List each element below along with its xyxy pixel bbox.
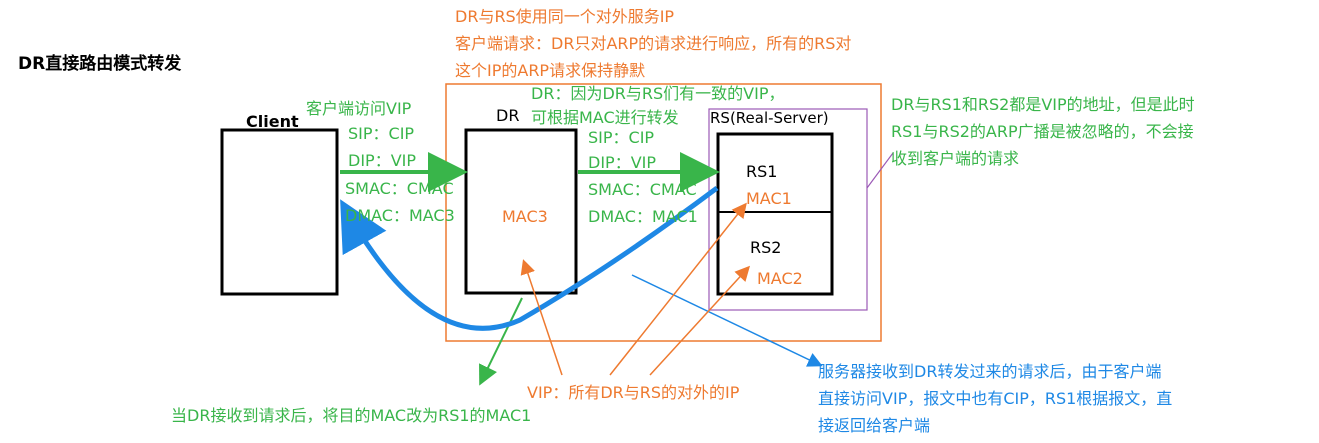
- dr-packet-dip: DIP：VIP: [588, 153, 657, 172]
- top-note-line1: DR与RS使用同一个对外服务IP: [455, 7, 675, 26]
- client-packet-dip: DIP：VIP: [348, 151, 417, 170]
- arrow-vip-to-rs1: [609, 202, 747, 376]
- client-label: Client: [246, 112, 299, 131]
- arrow-rs-to-client-return: [340, 185, 719, 331]
- bottom-green-note: 当DR接收到请求后，将目的MAC改为RS1的MAC1: [171, 406, 532, 425]
- top-note-line3: 这个IP的ARP请求保持静默: [455, 61, 646, 80]
- dr-packet-sip: SIP：CIP: [588, 128, 655, 147]
- client-packet-header: 客户端访问VIP: [306, 99, 412, 118]
- bottom-blue-note-line3: 接返回给客户端: [818, 416, 931, 435]
- rs2-label: RS2: [750, 238, 782, 257]
- arrow-return-note: [631, 274, 823, 367]
- bottom-blue-note-line2: 直接访问VIP，报文中也有CIP，RS1根据报文，直: [818, 389, 1173, 408]
- arrow-dr-note: [479, 297, 523, 386]
- client-box: [220, 128, 339, 296]
- note-connector: [866, 152, 894, 189]
- rs-group-frame: [708, 108, 868, 311]
- rs1-label: RS1: [746, 162, 778, 181]
- dr-packet-smac: SMAC：CMAC: [588, 180, 697, 199]
- vip-note: VIP：所有DR与RS的对外的IP: [527, 383, 740, 402]
- dr-mac-label: MAC3: [502, 207, 548, 226]
- dr-note-line1: DR：因为DR与RS们有一致的VIP，: [531, 84, 785, 103]
- bottom-blue-note-line1: 服务器接收到DR转发过来的请求后，由于客户端: [818, 362, 1162, 381]
- client-packet-sip: SIP：CIP: [348, 124, 415, 143]
- rs-group-label: RS(Real-Server): [710, 109, 829, 127]
- rs1-mac-label: MAC1: [746, 189, 792, 208]
- diagram-title: DR直接路由模式转发: [18, 54, 182, 74]
- network-boundary: [445, 83, 882, 342]
- right-note-line2: RS1与RS2的ARP广播是被忽略的，不会接: [891, 122, 1194, 141]
- rs2-mac-label: MAC2: [757, 269, 803, 288]
- top-note-line2: 客户端请求：DR只对ARP的请求进行响应，所有的RS对: [455, 34, 852, 53]
- dr-note-line2: 可根据MAC进行转发: [531, 108, 679, 127]
- arrow-vip-to-rs2: [649, 265, 751, 376]
- right-note-line1: DR与RS1和RS2都是VIP的地址，但是此时: [891, 95, 1195, 114]
- dr-packet-dmac: DMAC：MAC1: [588, 207, 698, 226]
- right-note-line3: 收到客户端的请求: [891, 149, 1020, 168]
- dr-label: DR: [496, 106, 520, 125]
- client-packet-smac: SMAC：CMAC: [345, 179, 454, 198]
- arrow-vip-to-dr: [520, 259, 563, 376]
- client-packet-dmac: DMAC：MAC3: [345, 206, 455, 225]
